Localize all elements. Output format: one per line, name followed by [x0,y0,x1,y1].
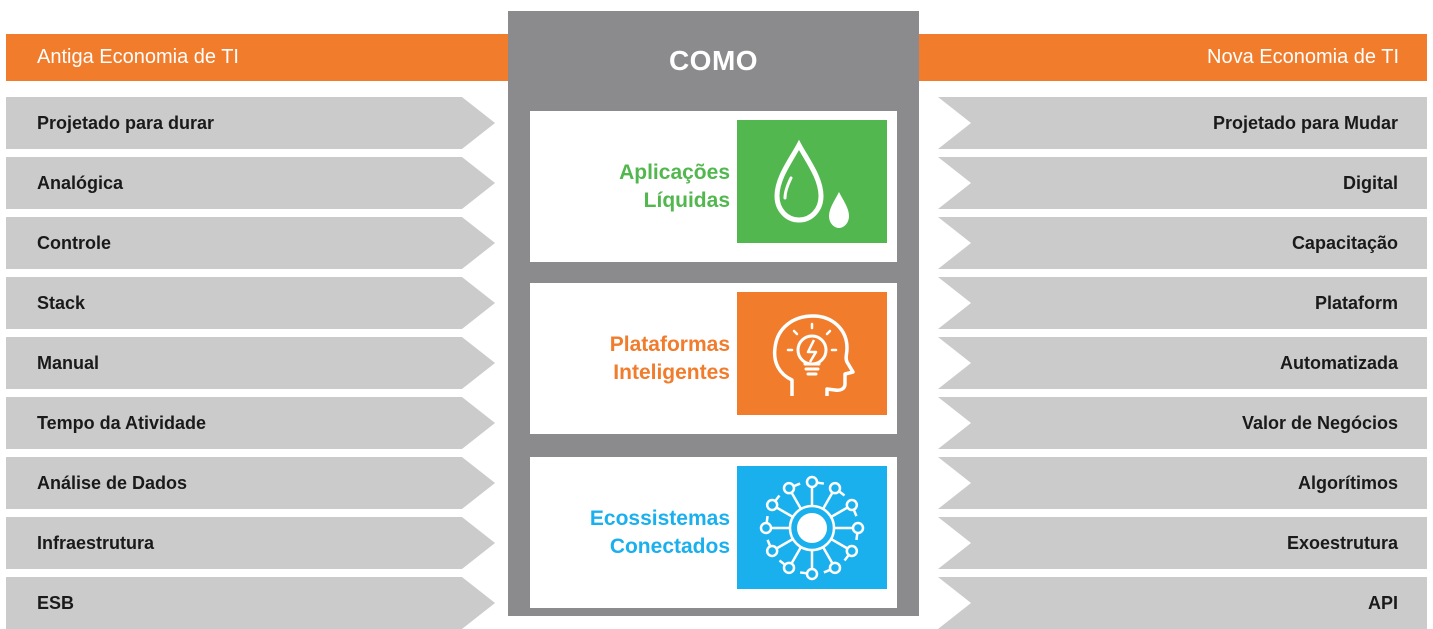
pillar-card-connected-ecosystems: Ecossistemas Conectados [530,457,897,608]
network-node [765,498,779,512]
new-economy-item: Algorítimos [938,457,1427,509]
network-node [845,544,859,558]
network-node [805,475,819,489]
network-node [845,498,859,512]
pillar-label-line2: Conectados [609,534,730,558]
new-economy-item: Exoestrutura [938,517,1427,569]
pillar-label: Plataformas Inteligentes [530,283,730,434]
old-economy-item: Manual [6,337,495,389]
network-node [765,544,779,558]
network-node [782,561,796,575]
head-lightbulb-icon [737,292,887,415]
pillar-label-line2: Líquidas [643,188,730,212]
network-node [828,481,842,495]
old-economy-item: Analógica [6,157,495,209]
old-economy-item: Controle [6,217,495,269]
center-title: COMO [668,45,759,76]
pillar-card-liquid-apps: Aplicações Líquidas [530,111,897,262]
pillar-label-line1: Plataformas [609,332,730,356]
pillar-label: Ecossistemas Conectados [530,457,730,608]
network-node [851,521,865,535]
new-economy-item: Capacitação [938,217,1427,269]
old-economy-item: Tempo da Atividade [6,397,495,449]
old-economy-item: Projetado para durar [6,97,495,149]
pillar-label-line1: Ecossistemas [589,506,730,530]
old-economy-item: ESB [6,577,495,629]
network-node [805,567,819,581]
water-drops-icon [737,120,887,243]
network-node [782,481,796,495]
new-economy-item: Projetado para Mudar [938,97,1427,149]
network-node [828,561,842,575]
pillar-card-intelligent-platforms: Plataformas Inteligentes [530,283,897,434]
old-economy-title: Antiga Economia de TI [37,46,239,68]
new-economy-item: Valor de Negócios [938,397,1427,449]
pillar-label-line2: Inteligentes [613,360,730,384]
new-economy-title: Nova Economia de TI [1207,46,1399,68]
network-hub-icon [737,466,887,589]
old-economy-item: Infraestrutura [6,517,495,569]
new-economy-item: Plataform [938,277,1427,329]
new-economy-item: Digital [938,157,1427,209]
pillar-label: Aplicações Líquidas [530,111,730,262]
center-panel: COMO Aplicações Líquidas Plataformas Int… [508,11,919,616]
new-economy-item: API [938,577,1427,629]
new-economy-item: Automatizada [938,337,1427,389]
pillar-label-line1: Aplicações [619,160,730,184]
network-node [759,521,773,535]
old-economy-item: Stack [6,277,495,329]
old-economy-item: Análise de Dados [6,457,495,509]
